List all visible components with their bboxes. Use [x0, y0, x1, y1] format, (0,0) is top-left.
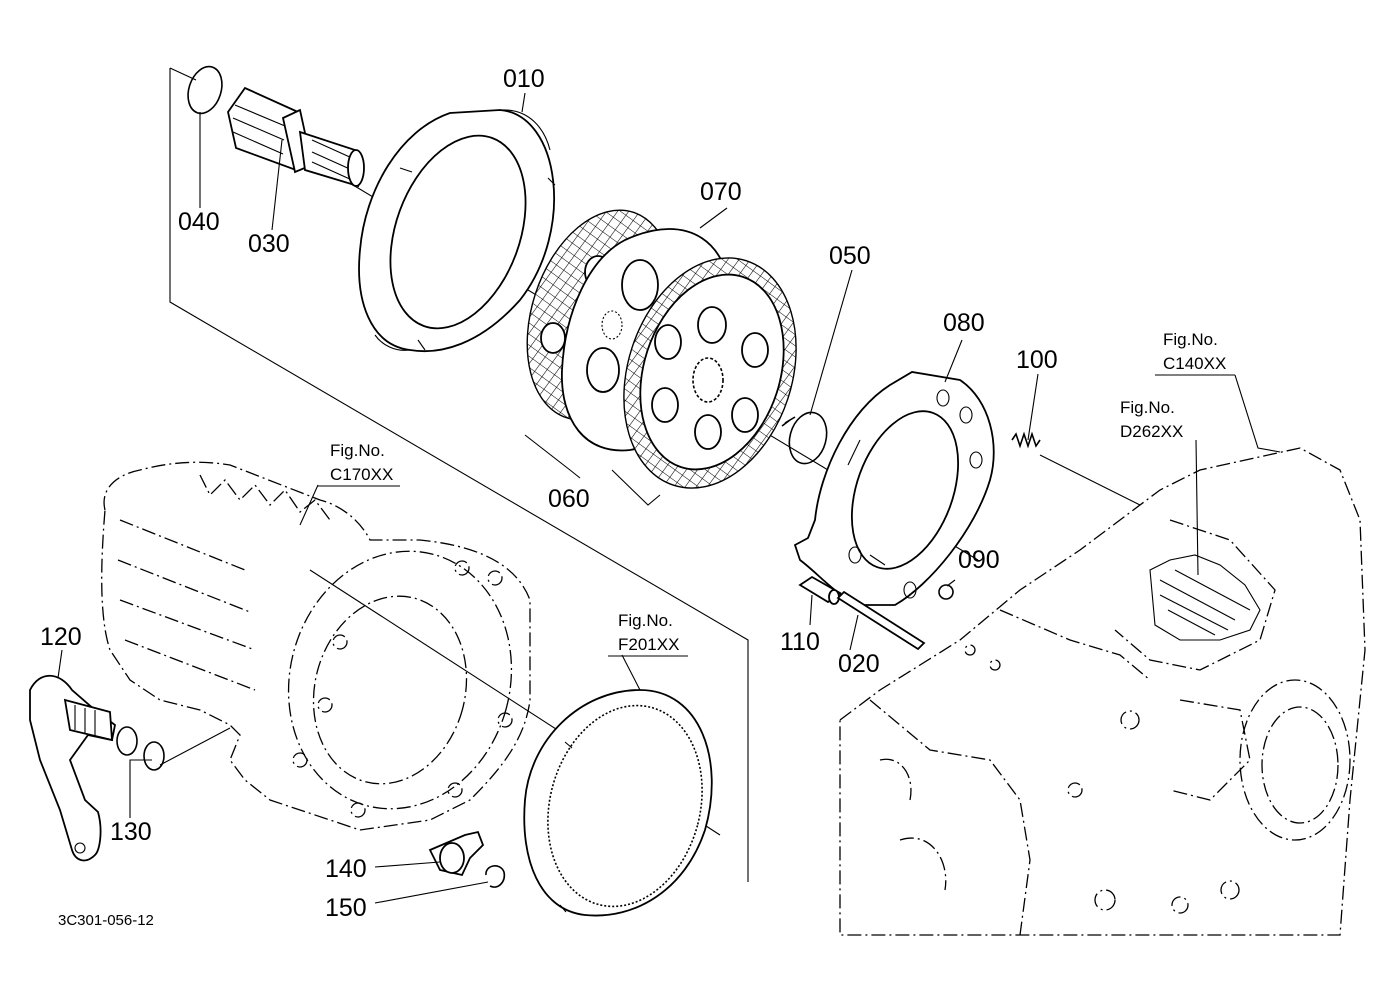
label-110: 110	[780, 628, 820, 656]
fig-ref-c140xx-line1: Fig.No.	[1163, 330, 1218, 349]
pressure-plate-010	[358, 109, 556, 353]
fig-ref-f201xx: Fig.No. F201XX	[608, 611, 688, 657]
label-060: 060	[548, 485, 590, 513]
ring-gear-f201xx	[523, 689, 713, 917]
bracket-060b	[611, 469, 661, 506]
label-140: 140	[325, 855, 367, 883]
clip-150	[485, 865, 506, 888]
fig-ref-c140xx-line2: C140XX	[1163, 354, 1226, 373]
fig-ref-d262xx-line1: Fig.No.	[1120, 398, 1175, 417]
label-080: 080	[943, 309, 985, 337]
housing-c170xx	[101, 461, 531, 831]
leader-lines	[57, 92, 1281, 904]
brake-plate-080	[793, 371, 995, 606]
lever-120	[29, 674, 116, 862]
label-040: 040	[178, 208, 220, 236]
bracket-060	[524, 434, 581, 479]
fig-ref-c140xx: Fig.No. C140XX	[1155, 330, 1235, 376]
bushing-140	[428, 830, 485, 877]
friction-disc-060b	[623, 257, 797, 489]
label-010: 010	[503, 65, 545, 93]
snap-ring-050	[781, 411, 828, 465]
fig-ref-f201xx-line1: Fig.No.	[618, 611, 673, 630]
label-100: 100	[1016, 346, 1058, 374]
fig-ref-c170xx: Fig.No. C170XX	[318, 441, 400, 487]
label-070: 070	[700, 178, 742, 206]
drawing-code: 3C301-056-12	[58, 912, 154, 929]
fig-ref-d262xx: Fig.No. D262XX	[1120, 398, 1183, 441]
ball-090	[938, 584, 954, 600]
fig-ref-c170xx-line2: C170XX	[330, 465, 393, 484]
label-030: 030	[248, 230, 290, 258]
fig-ref-d262xx-line2: D262XX	[1120, 422, 1183, 441]
spring-100	[1011, 431, 1041, 449]
part-labels: 010 020 030 040 050 060 070 080 090 100 …	[40, 65, 1058, 922]
fig-ref-f201xx-line2: F201XX	[618, 635, 679, 654]
shaft-030	[227, 86, 365, 188]
label-020: 020	[838, 650, 880, 678]
fig-ref-c170xx-line1: Fig.No.	[330, 441, 385, 460]
label-050: 050	[829, 242, 871, 270]
label-130: 130	[110, 818, 152, 846]
label-120: 120	[40, 623, 82, 651]
oring-040	[187, 65, 223, 115]
roller-110	[798, 575, 842, 605]
label-150: 150	[325, 894, 367, 922]
transmission-case	[839, 447, 1366, 936]
label-090: 090	[958, 546, 1000, 574]
orings-130	[116, 726, 165, 771]
figure-references: Fig.No. C170XX Fig.No. F201XX Fig.No. C1…	[318, 330, 1235, 657]
pin-020	[836, 590, 926, 651]
